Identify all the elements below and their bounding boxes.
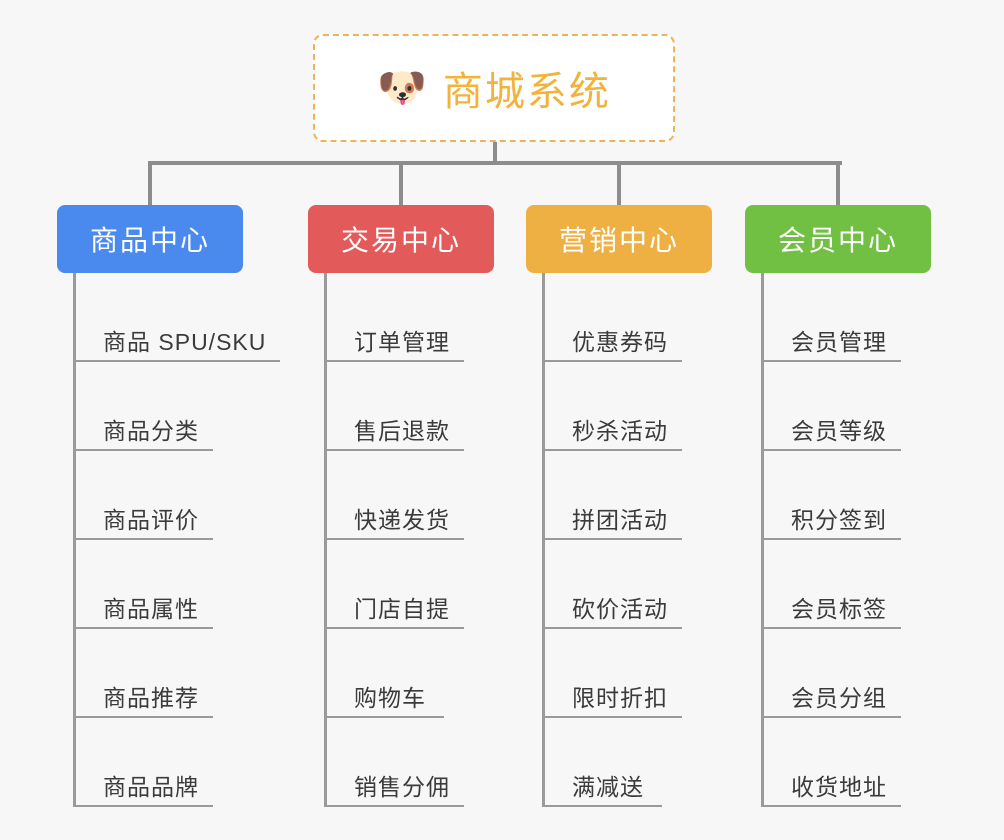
leaf-trunk: [324, 273, 327, 807]
category-box-3[interactable]: 营销中心: [526, 205, 712, 273]
connector-drop-2: [399, 161, 403, 205]
leaf-item[interactable]: 满减送: [542, 718, 662, 807]
category-label: 商品中心: [89, 225, 210, 256]
leaf-item-label: 商品评价: [103, 507, 199, 533]
leaf-item-label: 会员标签: [791, 596, 887, 622]
connector-drop-1: [148, 161, 152, 205]
leaf-item[interactable]: 秒杀活动: [542, 362, 682, 451]
leaf-item[interactable]: 商品品牌: [73, 718, 213, 807]
leaf-item[interactable]: 商品属性: [73, 540, 213, 629]
leaf-item-label: 收货地址: [791, 774, 887, 800]
leaf-item-label: 商品 SPU/SKU: [103, 329, 267, 355]
leaf-item-label: 秒杀活动: [572, 418, 668, 444]
category-box-4[interactable]: 会员中心: [745, 205, 931, 273]
leaf-item[interactable]: 门店自提: [324, 540, 464, 629]
leaf-item-label: 满减送: [572, 774, 644, 800]
leaf-item-label: 售后退款: [354, 418, 450, 444]
category-label: 营销中心: [558, 225, 679, 256]
leaf-item[interactable]: 限时折扣: [542, 629, 682, 718]
root-node[interactable]: 🐶 商城系统: [313, 34, 675, 142]
category-label: 会员中心: [777, 225, 898, 256]
leaf-item[interactable]: 购物车: [324, 629, 444, 718]
root-title: 商城系统: [442, 70, 611, 114]
leaf-item[interactable]: 商品评价: [73, 451, 213, 540]
leaf-item-label: 订单管理: [354, 329, 450, 355]
leaf-item[interactable]: 砍价活动: [542, 540, 682, 629]
leaf-item-label: 优惠券码: [572, 329, 668, 355]
connector-drop-4: [836, 161, 840, 205]
leaf-item-label: 商品推荐: [103, 685, 199, 711]
category-box-2[interactable]: 交易中心: [308, 205, 494, 273]
leaf-item-label: 销售分佣: [354, 774, 450, 800]
leaf-item-label: 拼团活动: [572, 507, 668, 533]
leaf-item-label: 会员等级: [791, 418, 887, 444]
leaf-item[interactable]: 会员标签: [761, 540, 901, 629]
leaf-item[interactable]: 会员等级: [761, 362, 901, 451]
leaf-item-label: 快递发货: [354, 507, 450, 533]
shiba-dog-face-icon: 🐶: [377, 66, 427, 110]
leaf-item[interactable]: 拼团活动: [542, 451, 682, 540]
leaf-item-label: 会员管理: [791, 329, 887, 355]
connector-horizontal-bus: [148, 161, 842, 165]
leaf-item[interactable]: 优惠券码: [542, 273, 682, 362]
leaf-item[interactable]: 会员管理: [761, 273, 901, 362]
leaf-item-label: 商品分类: [103, 418, 199, 444]
leaf-item-label: 会员分组: [791, 685, 887, 711]
leaf-item-label: 门店自提: [354, 596, 450, 622]
leaf-trunk: [542, 273, 545, 807]
leaf-item-label: 限时折扣: [572, 685, 668, 711]
leaf-item-label: 购物车: [354, 685, 426, 711]
category-label: 交易中心: [340, 225, 461, 256]
leaf-item[interactable]: 商品 SPU/SKU: [73, 273, 281, 362]
leaf-item[interactable]: 收货地址: [761, 718, 901, 807]
leaf-item-label: 砍价活动: [572, 596, 668, 622]
connector-drop-3: [617, 161, 621, 205]
leaf-item[interactable]: 售后退款: [324, 362, 464, 451]
leaf-trunk: [73, 273, 76, 807]
category-box-1[interactable]: 商品中心: [57, 205, 243, 273]
leaf-item-label: 商品品牌: [103, 774, 199, 800]
leaf-trunk: [761, 273, 764, 807]
leaf-item[interactable]: 会员分组: [761, 629, 901, 718]
leaf-item[interactable]: 商品分类: [73, 362, 213, 451]
leaf-item-label: 商品属性: [103, 596, 199, 622]
leaf-item[interactable]: 销售分佣: [324, 718, 464, 807]
leaf-item[interactable]: 商品推荐: [73, 629, 213, 718]
leaf-item[interactable]: 订单管理: [324, 273, 464, 362]
leaf-item[interactable]: 快递发货: [324, 451, 464, 540]
connector-root-stem: [493, 142, 497, 163]
leaf-item-label: 积分签到: [791, 507, 887, 533]
leaf-item[interactable]: 积分签到: [761, 451, 901, 540]
